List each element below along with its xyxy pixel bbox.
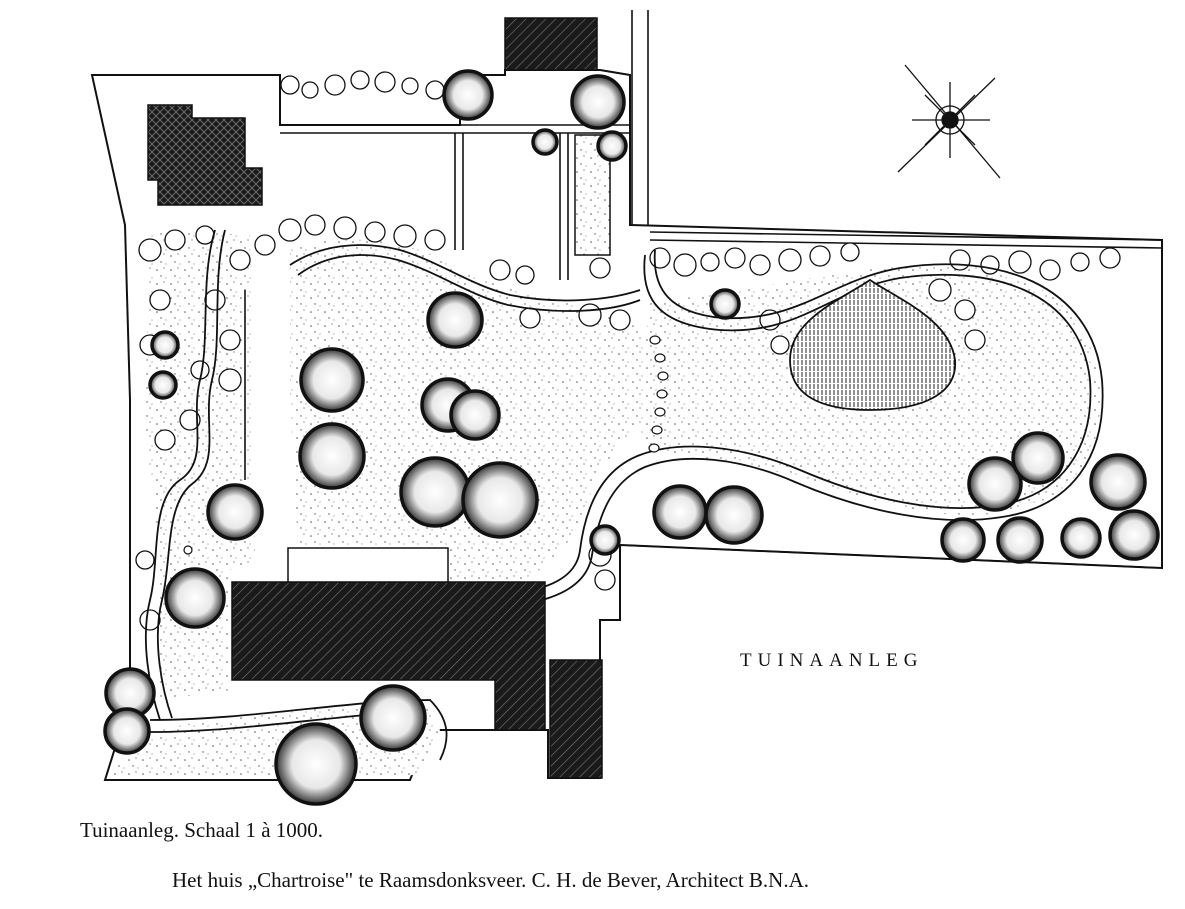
tree: [164, 567, 226, 629]
tree: [570, 74, 626, 130]
plan-title: TUINAANLEG: [740, 650, 924, 671]
tree: [996, 516, 1044, 564]
tree: [399, 456, 471, 528]
tree: [103, 707, 151, 755]
tree: [1108, 509, 1160, 561]
tree: [299, 347, 365, 413]
buildings: [147, 17, 611, 779]
tree: [589, 524, 621, 556]
walls-and-hedges: [244, 10, 1163, 569]
outbuilding-north: [504, 17, 598, 71]
tree: [298, 422, 366, 490]
tree: [704, 485, 764, 545]
tree: [596, 130, 628, 162]
stepping-stones: [183, 335, 669, 555]
trees: [103, 69, 1160, 806]
tree: [442, 69, 494, 121]
tree: [206, 483, 264, 541]
tree: [1011, 431, 1065, 485]
tree: [940, 517, 986, 563]
neighbour-building: [147, 104, 263, 206]
tree: [709, 288, 741, 320]
caption-credit: Het huis „Chartroise" te Raamsdonksveer.…: [172, 868, 810, 892]
caption-scale: Tuinaanleg. Schaal 1 à 1000.: [80, 818, 324, 842]
tree: [1060, 517, 1102, 559]
main-house: [231, 581, 546, 731]
compass-rose-icon: [897, 64, 1001, 179]
tree: [449, 389, 501, 441]
tree: [461, 461, 539, 539]
pond: [789, 278, 956, 411]
tree: [1089, 453, 1147, 511]
tree: [274, 722, 358, 806]
house-annex: [549, 659, 603, 779]
tree: [426, 291, 484, 349]
tree: [150, 330, 180, 360]
tree: [359, 684, 427, 752]
tree: [148, 370, 178, 400]
tree: [967, 456, 1023, 512]
terrace: [287, 547, 449, 583]
tree: [531, 128, 559, 156]
tree: [652, 484, 708, 540]
